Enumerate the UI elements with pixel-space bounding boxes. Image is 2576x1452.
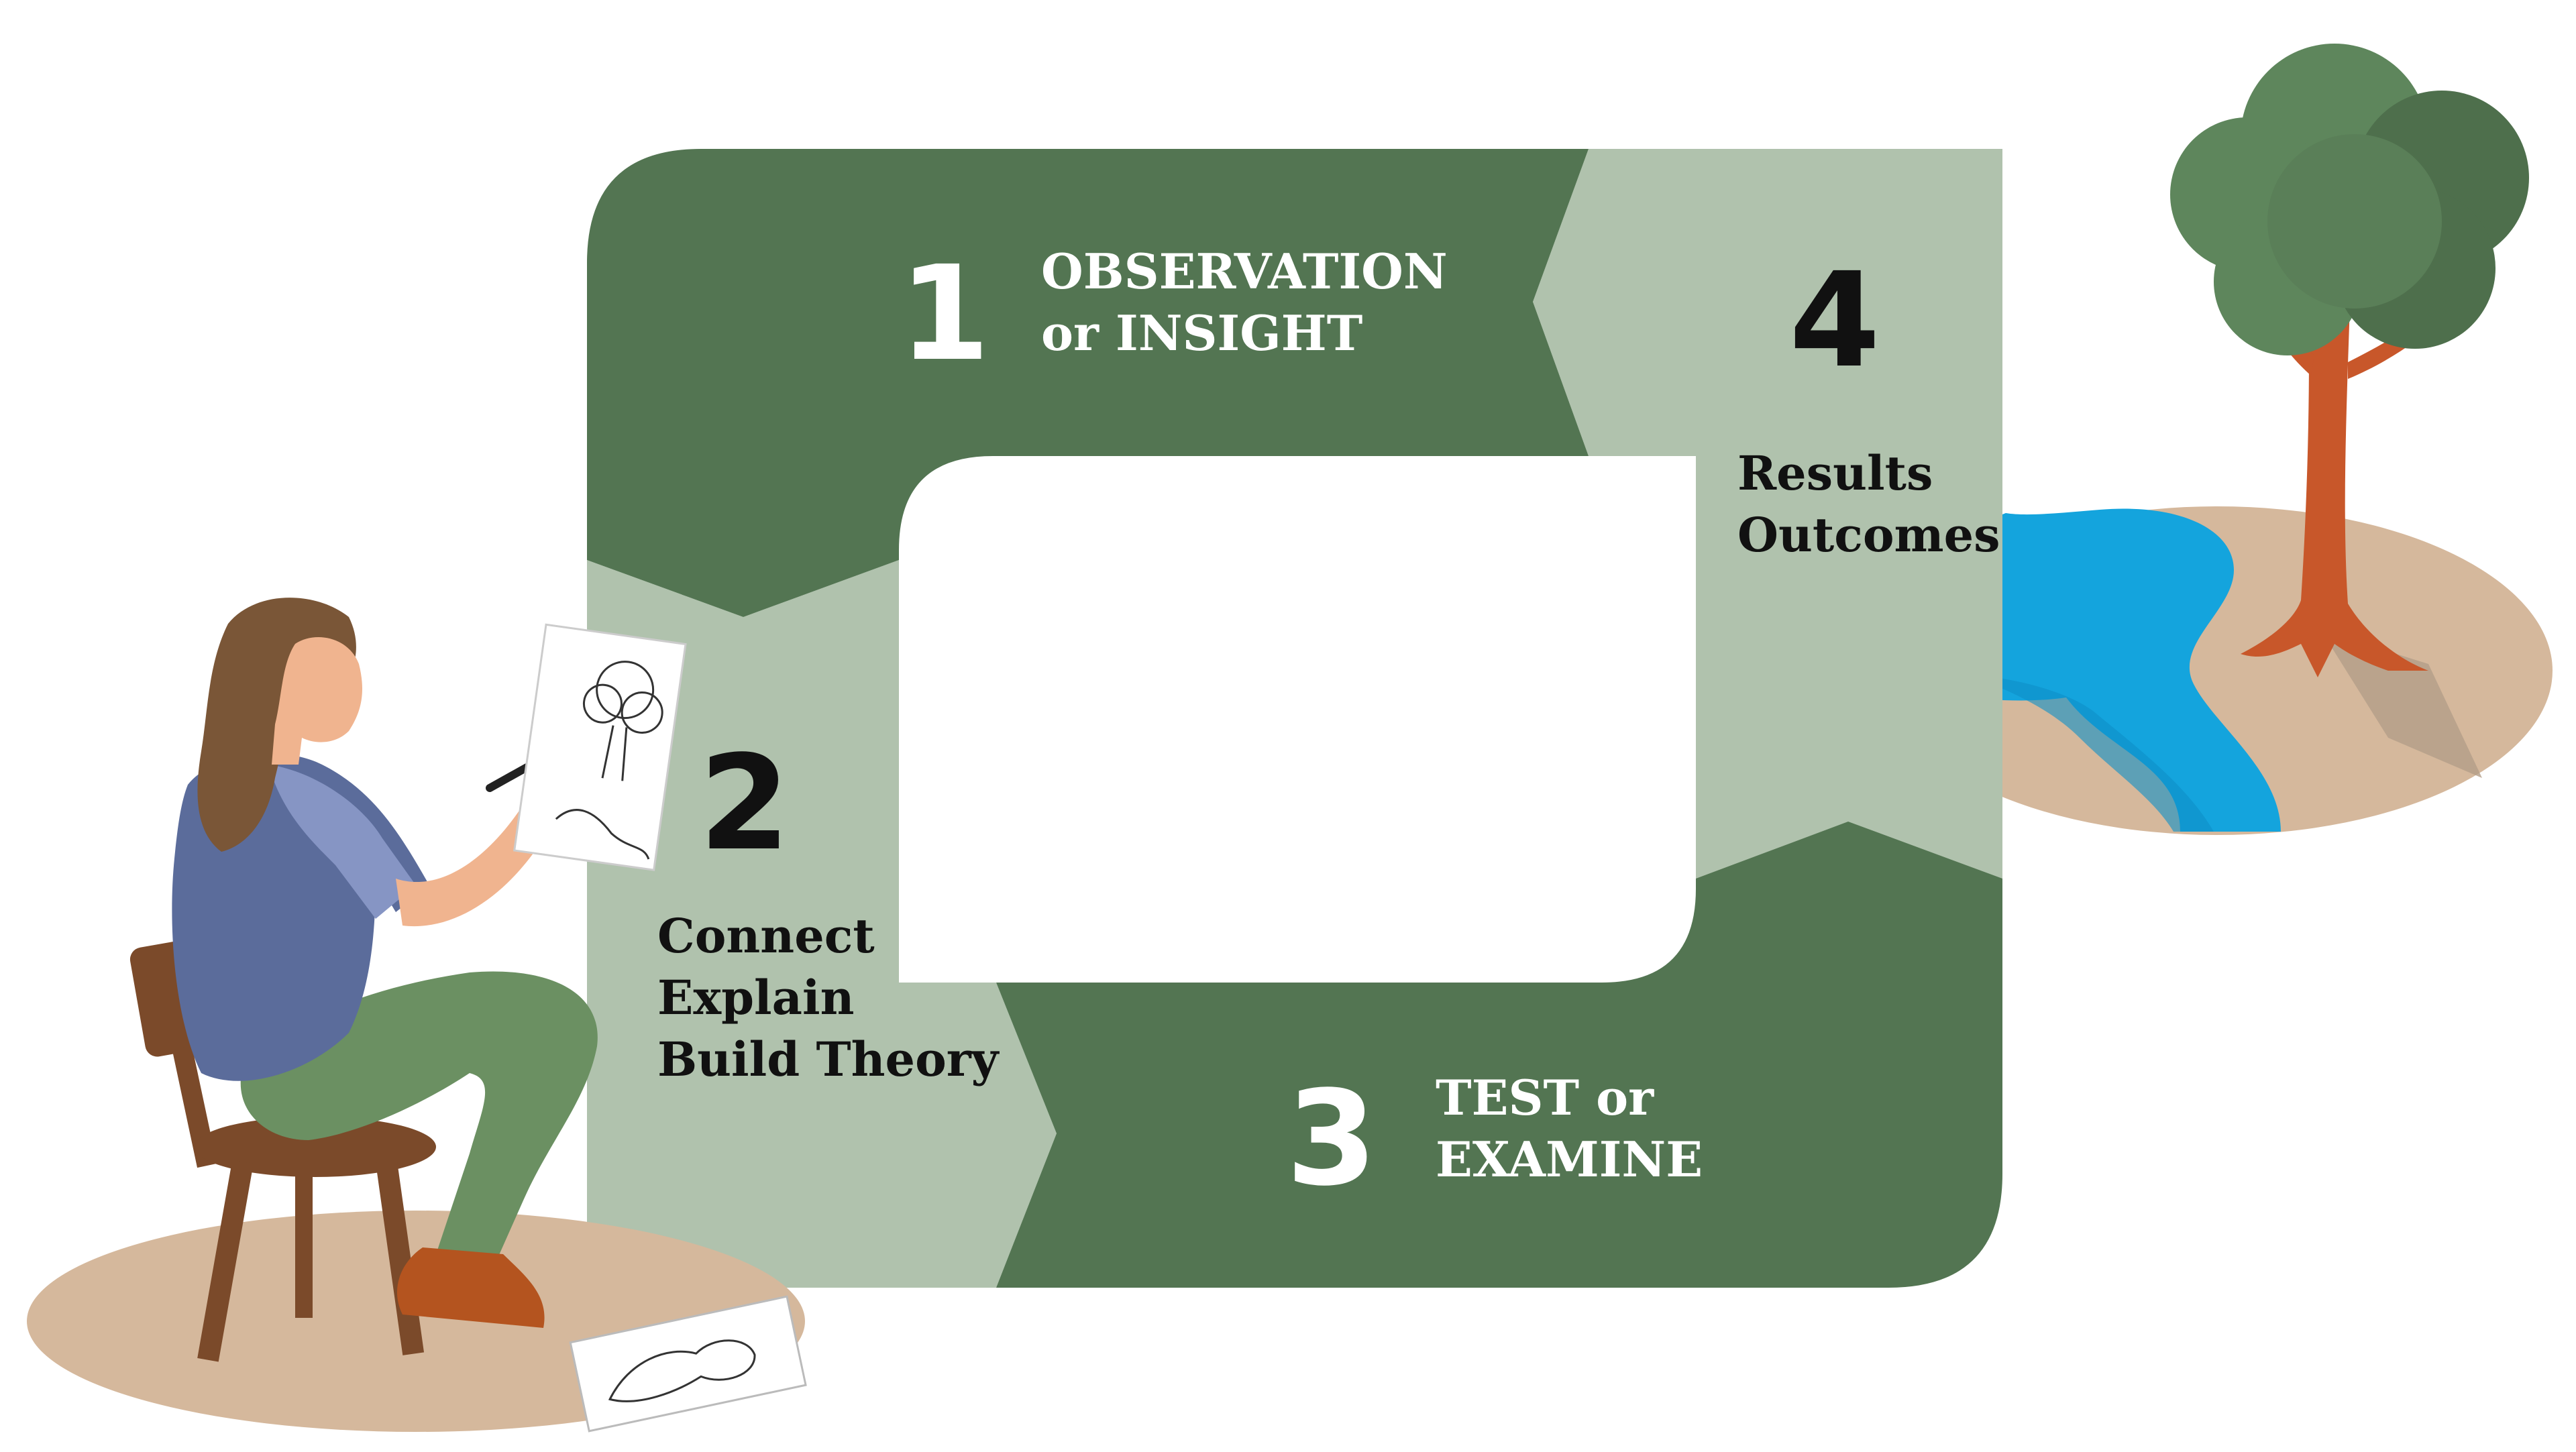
step-3: 3 TEST or EXAMINE [1286,1062,1703,1215]
step-4-label-line-2: Outcomes [1737,507,2000,563]
tree-trunk [2241,265,2428,677]
step-2-label-line-3: Build Theory [657,1031,1000,1087]
step-4-number: 4 [1789,244,1880,396]
person-sleeve [268,765,416,919]
step-4-label-line-1: Results [1737,445,1933,501]
river-shade [1966,674,2214,832]
step-1: 1 OBSERVATION or INSIGHT [899,237,1448,390]
step-2-number: 2 [699,727,790,879]
tree-shadow [2321,630,2482,778]
step-2-label-line-2: Explain [657,970,854,1025]
step-3-label-line-1: TEST or [1436,1069,1654,1126]
step-1-label-line-1: OBSERVATION [1041,243,1448,300]
person-sketching-illustration [27,598,807,1433]
person-shoe [396,1247,545,1328]
foliage-6 [2267,134,2442,309]
cycle-frame [587,149,2002,1288]
step-3-label-line-2: EXAMINE [1436,1131,1703,1188]
segment-3 [996,822,2002,1288]
step-3-number: 3 [1286,1062,1377,1215]
segment-4 [1533,149,2002,879]
step-1-label-line-2: or INSIGHT [1041,304,1362,361]
sketch-board [513,623,687,871]
floor-sketch-paper [569,1295,807,1433]
step-2-label-line-1: Connect [657,908,875,964]
step-4: 4 Results Outcomes [1737,244,2000,563]
person-face [272,637,362,765]
segment-1 [587,149,1589,617]
step-1-number: 1 [899,237,990,390]
segment-2 [587,560,1057,1288]
step-2: 2 Connect Explain Build Theory [657,727,1000,1087]
